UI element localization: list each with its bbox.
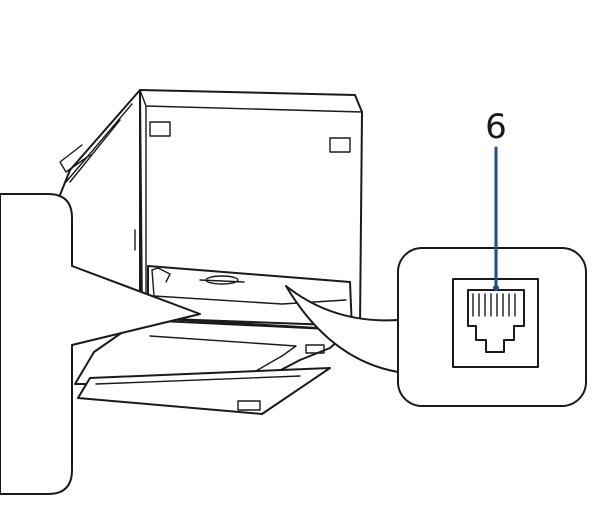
port-inset [285, 247, 587, 407]
left-inset-bubble [0, 193, 201, 495]
left-inset-frame [0, 193, 201, 495]
printer-rear-face [139, 89, 363, 327]
printer-rear-foot-right [329, 137, 351, 153]
ethernet-port-socket [467, 289, 525, 353]
base-plate-edge [95, 375, 301, 385]
ethernet-port-icon [452, 278, 539, 368]
connector-cavity-inner [151, 269, 347, 305]
bottom-cover-inner [149, 335, 297, 373]
connector-cavity-tab [151, 267, 171, 283]
printer-rear-foot-left [149, 121, 171, 137]
bottom-cover-slot-right [305, 344, 325, 354]
printer-cover-lip [59, 144, 91, 173]
base-plate-slot [237, 400, 261, 411]
callout-leader-dot [493, 285, 499, 291]
printer-side-edge [65, 103, 133, 183]
ethernet-port-pins [472, 293, 516, 317]
ethernet-port-housing [452, 278, 539, 368]
callout-6: 6 [485, 107, 507, 291]
cavity-latch-line [199, 279, 245, 283]
base-plate [77, 367, 331, 415]
printer-illustration [49, 89, 363, 415]
callout-number: 6 [485, 107, 507, 147]
